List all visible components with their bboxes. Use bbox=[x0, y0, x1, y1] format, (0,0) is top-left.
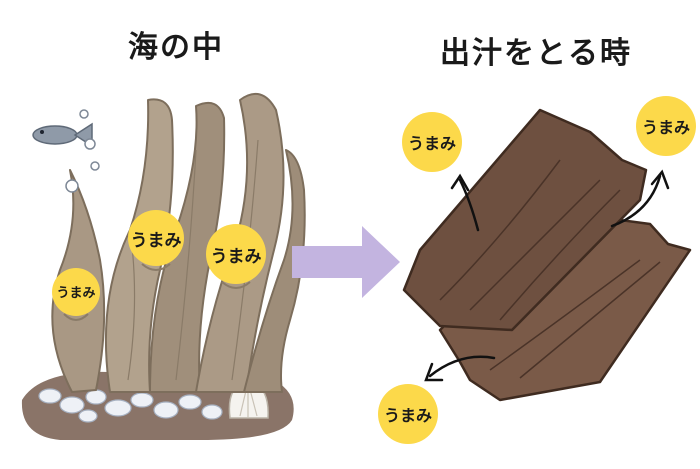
umami-badge: うまみ bbox=[378, 384, 438, 444]
release-arrows bbox=[424, 169, 670, 382]
svg-text:うまみ: うまみ bbox=[211, 247, 262, 267]
pebbles bbox=[38, 388, 260, 423]
umami-badge: うまみ bbox=[402, 112, 462, 172]
svg-text:うまみ: うまみ bbox=[56, 286, 95, 301]
umami-badge: うまみ bbox=[52, 268, 100, 321]
dried-kombu bbox=[402, 108, 692, 402]
title-making-dashi: 出汁をとる時 bbox=[440, 36, 632, 71]
fish-icon bbox=[32, 122, 93, 148]
umami-badge: うまみ bbox=[128, 210, 184, 271]
umami-badge: うまみ bbox=[636, 96, 696, 156]
svg-text:うまみ: うまみ bbox=[408, 134, 456, 153]
svg-text:うまみ: うまみ bbox=[384, 406, 432, 425]
svg-text:うまみ: うまみ bbox=[131, 231, 182, 251]
bubbles bbox=[65, 109, 100, 193]
title-in-the-sea: 海の中 bbox=[128, 30, 224, 65]
umami-badge: うまみ bbox=[206, 224, 266, 289]
dashi-scene: うまみ うまみ うまみ bbox=[378, 96, 696, 444]
right-arrow-icon bbox=[292, 226, 400, 298]
svg-text:うまみ: うまみ bbox=[642, 118, 690, 137]
sea-scene: うまみ うまみ うまみ bbox=[21, 92, 306, 440]
